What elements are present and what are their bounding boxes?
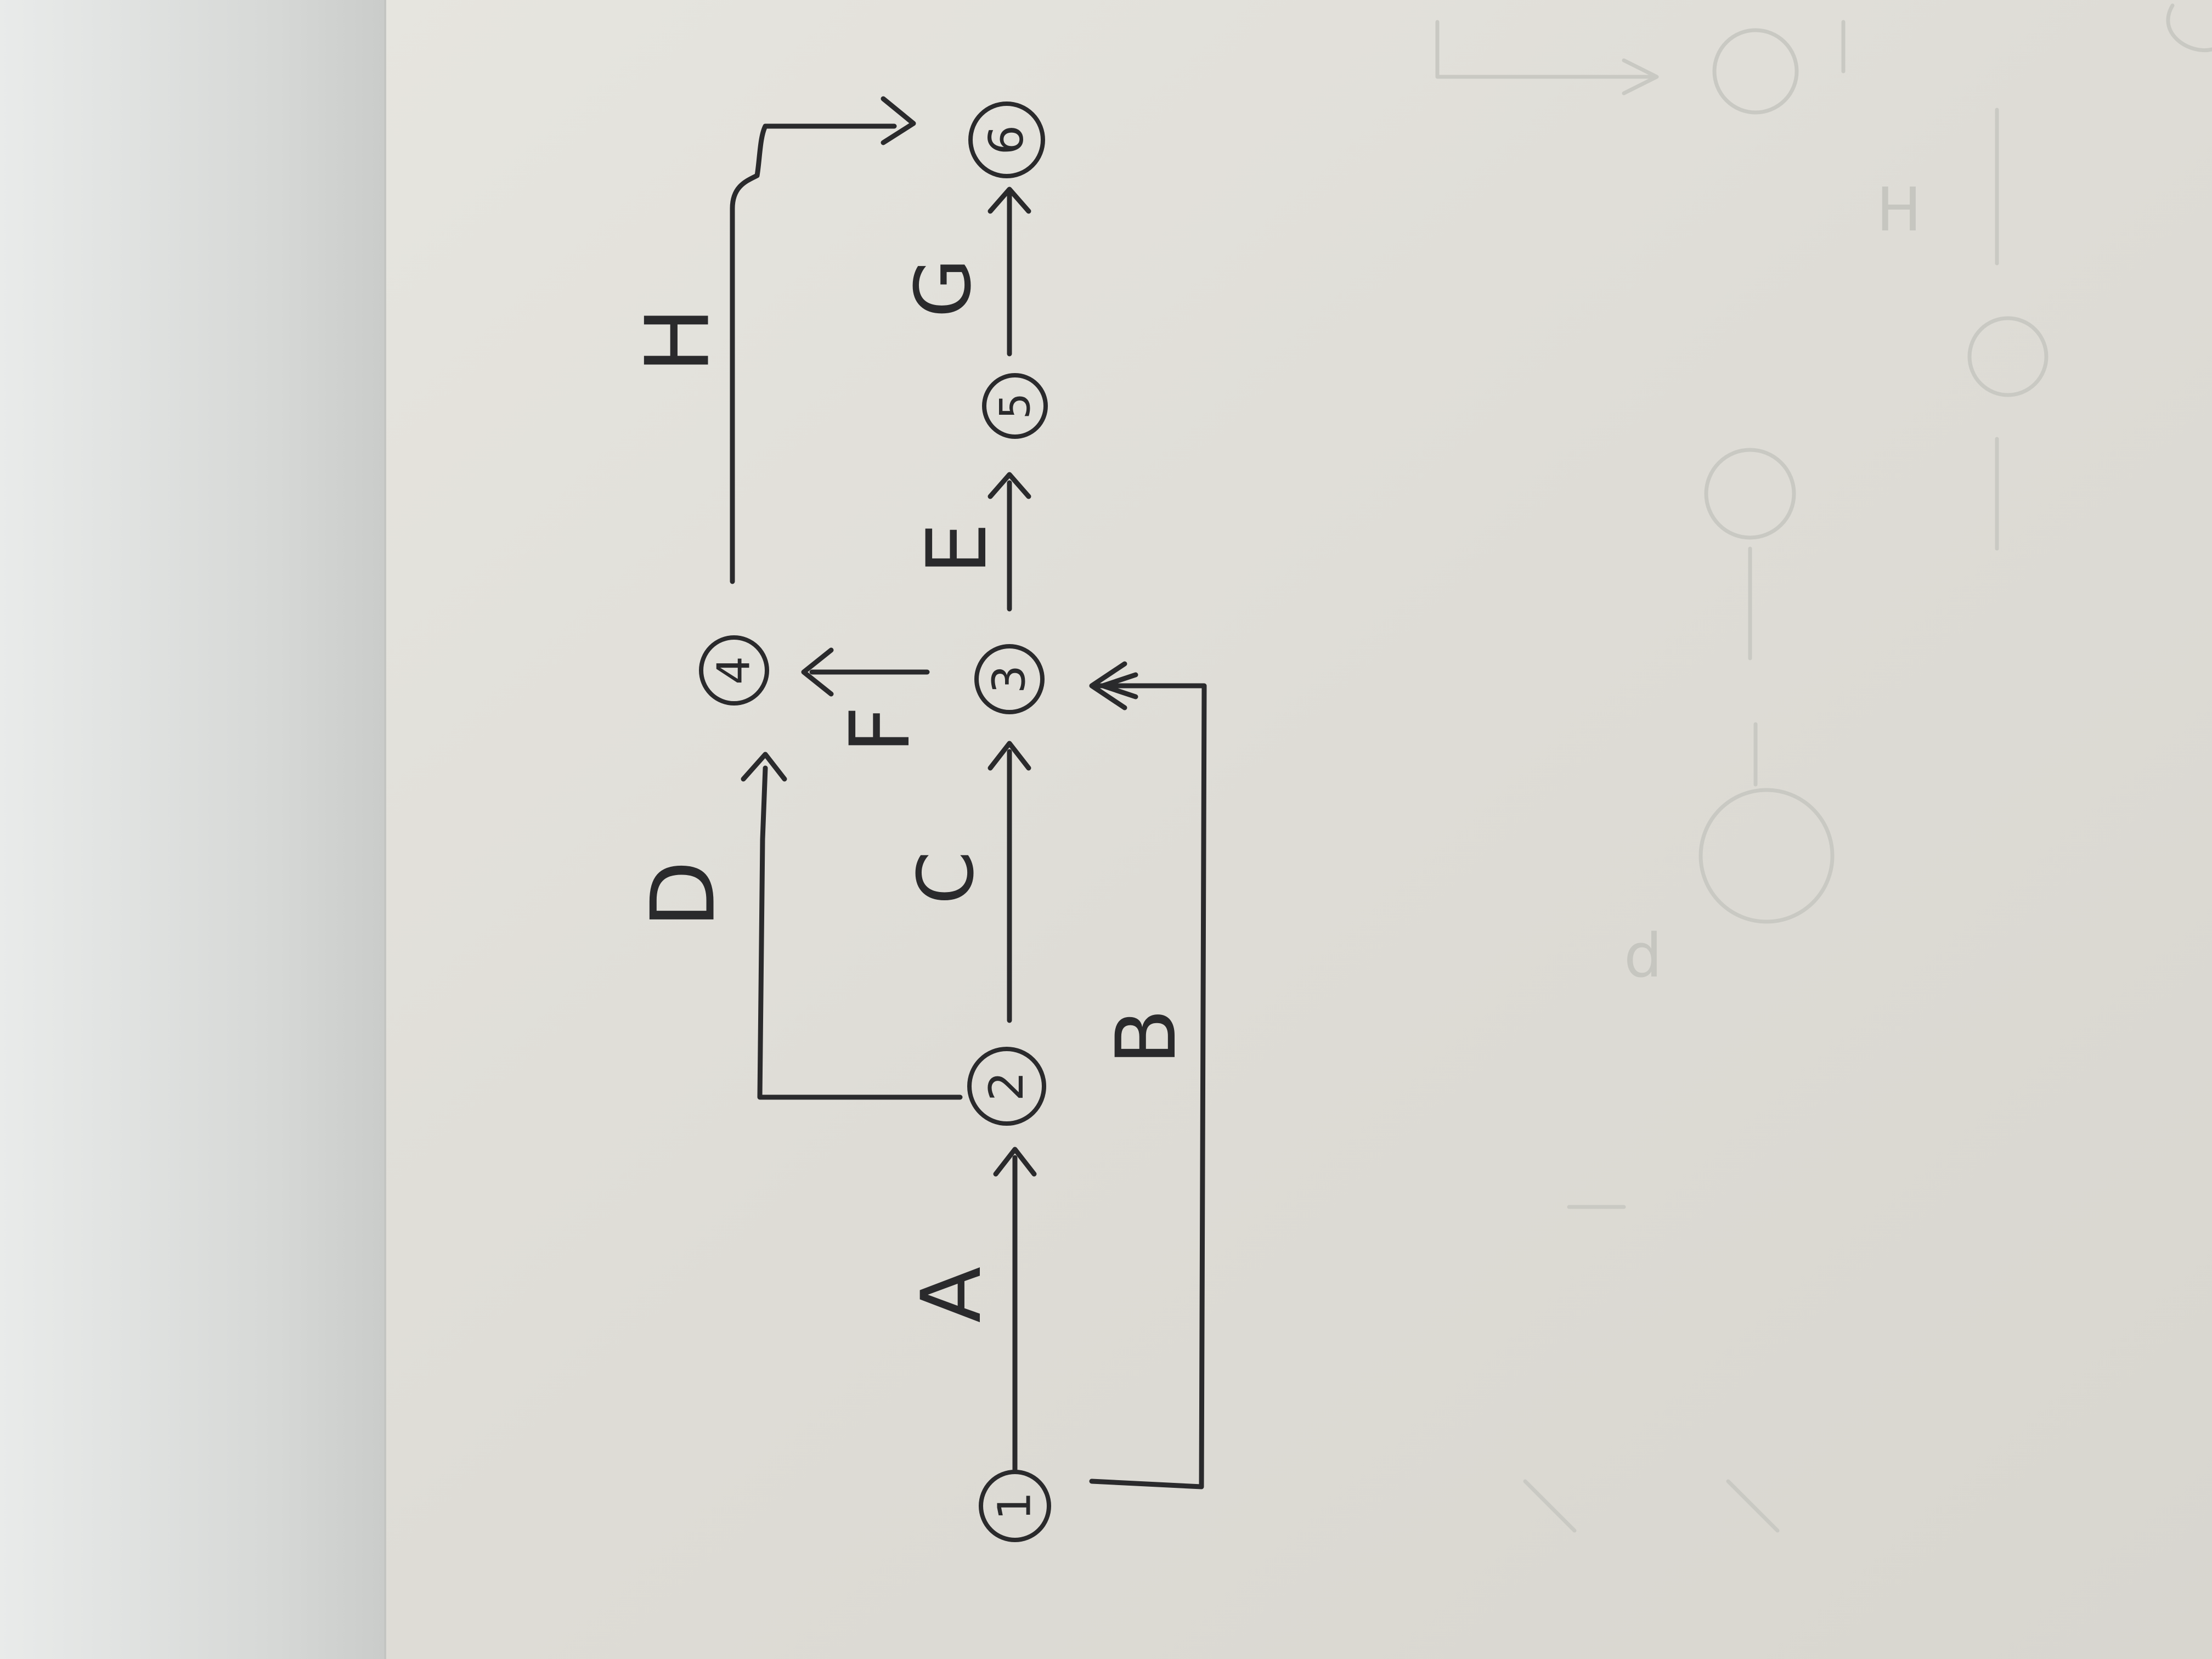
activity-edge-c (988, 741, 1031, 1023)
paper-sheet (384, 0, 2212, 1659)
edge-label-g: G (899, 258, 989, 318)
node-6: 6 (968, 101, 1045, 178)
node-4-label: 4 (708, 656, 760, 685)
svg-text:H: H (1876, 174, 1922, 245)
activity-edge-h (730, 96, 916, 584)
node-1: 1 (979, 1470, 1051, 1542)
edge-label-c: C (902, 851, 991, 905)
edge-label-f: F (833, 706, 928, 753)
node-6-label: 6 (979, 125, 1034, 155)
node-2-label: 2 (979, 1071, 1034, 1102)
svg-text:d: d (1624, 921, 1662, 991)
node-2: 2 (967, 1047, 1046, 1126)
activity-edge-f (801, 647, 930, 697)
edge-label-d: D (632, 860, 735, 928)
node-4: 4 (699, 635, 769, 706)
edge-label-e: E (910, 523, 1005, 575)
edge-label-b: B (1099, 1009, 1194, 1065)
desk-shadow-area (0, 0, 395, 1659)
bleed-through-marks: H d (1435, 3, 2212, 1533)
activity-edge-a (993, 1147, 1037, 1473)
activity-edge-d (741, 752, 963, 1100)
node-5: 5 (982, 373, 1048, 439)
edge-label-h: H (627, 307, 729, 373)
node-3: 3 (974, 644, 1045, 714)
edge-label-a: A (904, 1267, 1000, 1323)
activity-edge-e (988, 472, 1031, 612)
node-5-label: 5 (991, 393, 1040, 419)
node-3-label: 3 (984, 665, 1036, 693)
node-1-label: 1 (989, 1492, 1041, 1520)
activity-edge-b (1089, 661, 1207, 1489)
activity-edge-g (988, 187, 1031, 357)
